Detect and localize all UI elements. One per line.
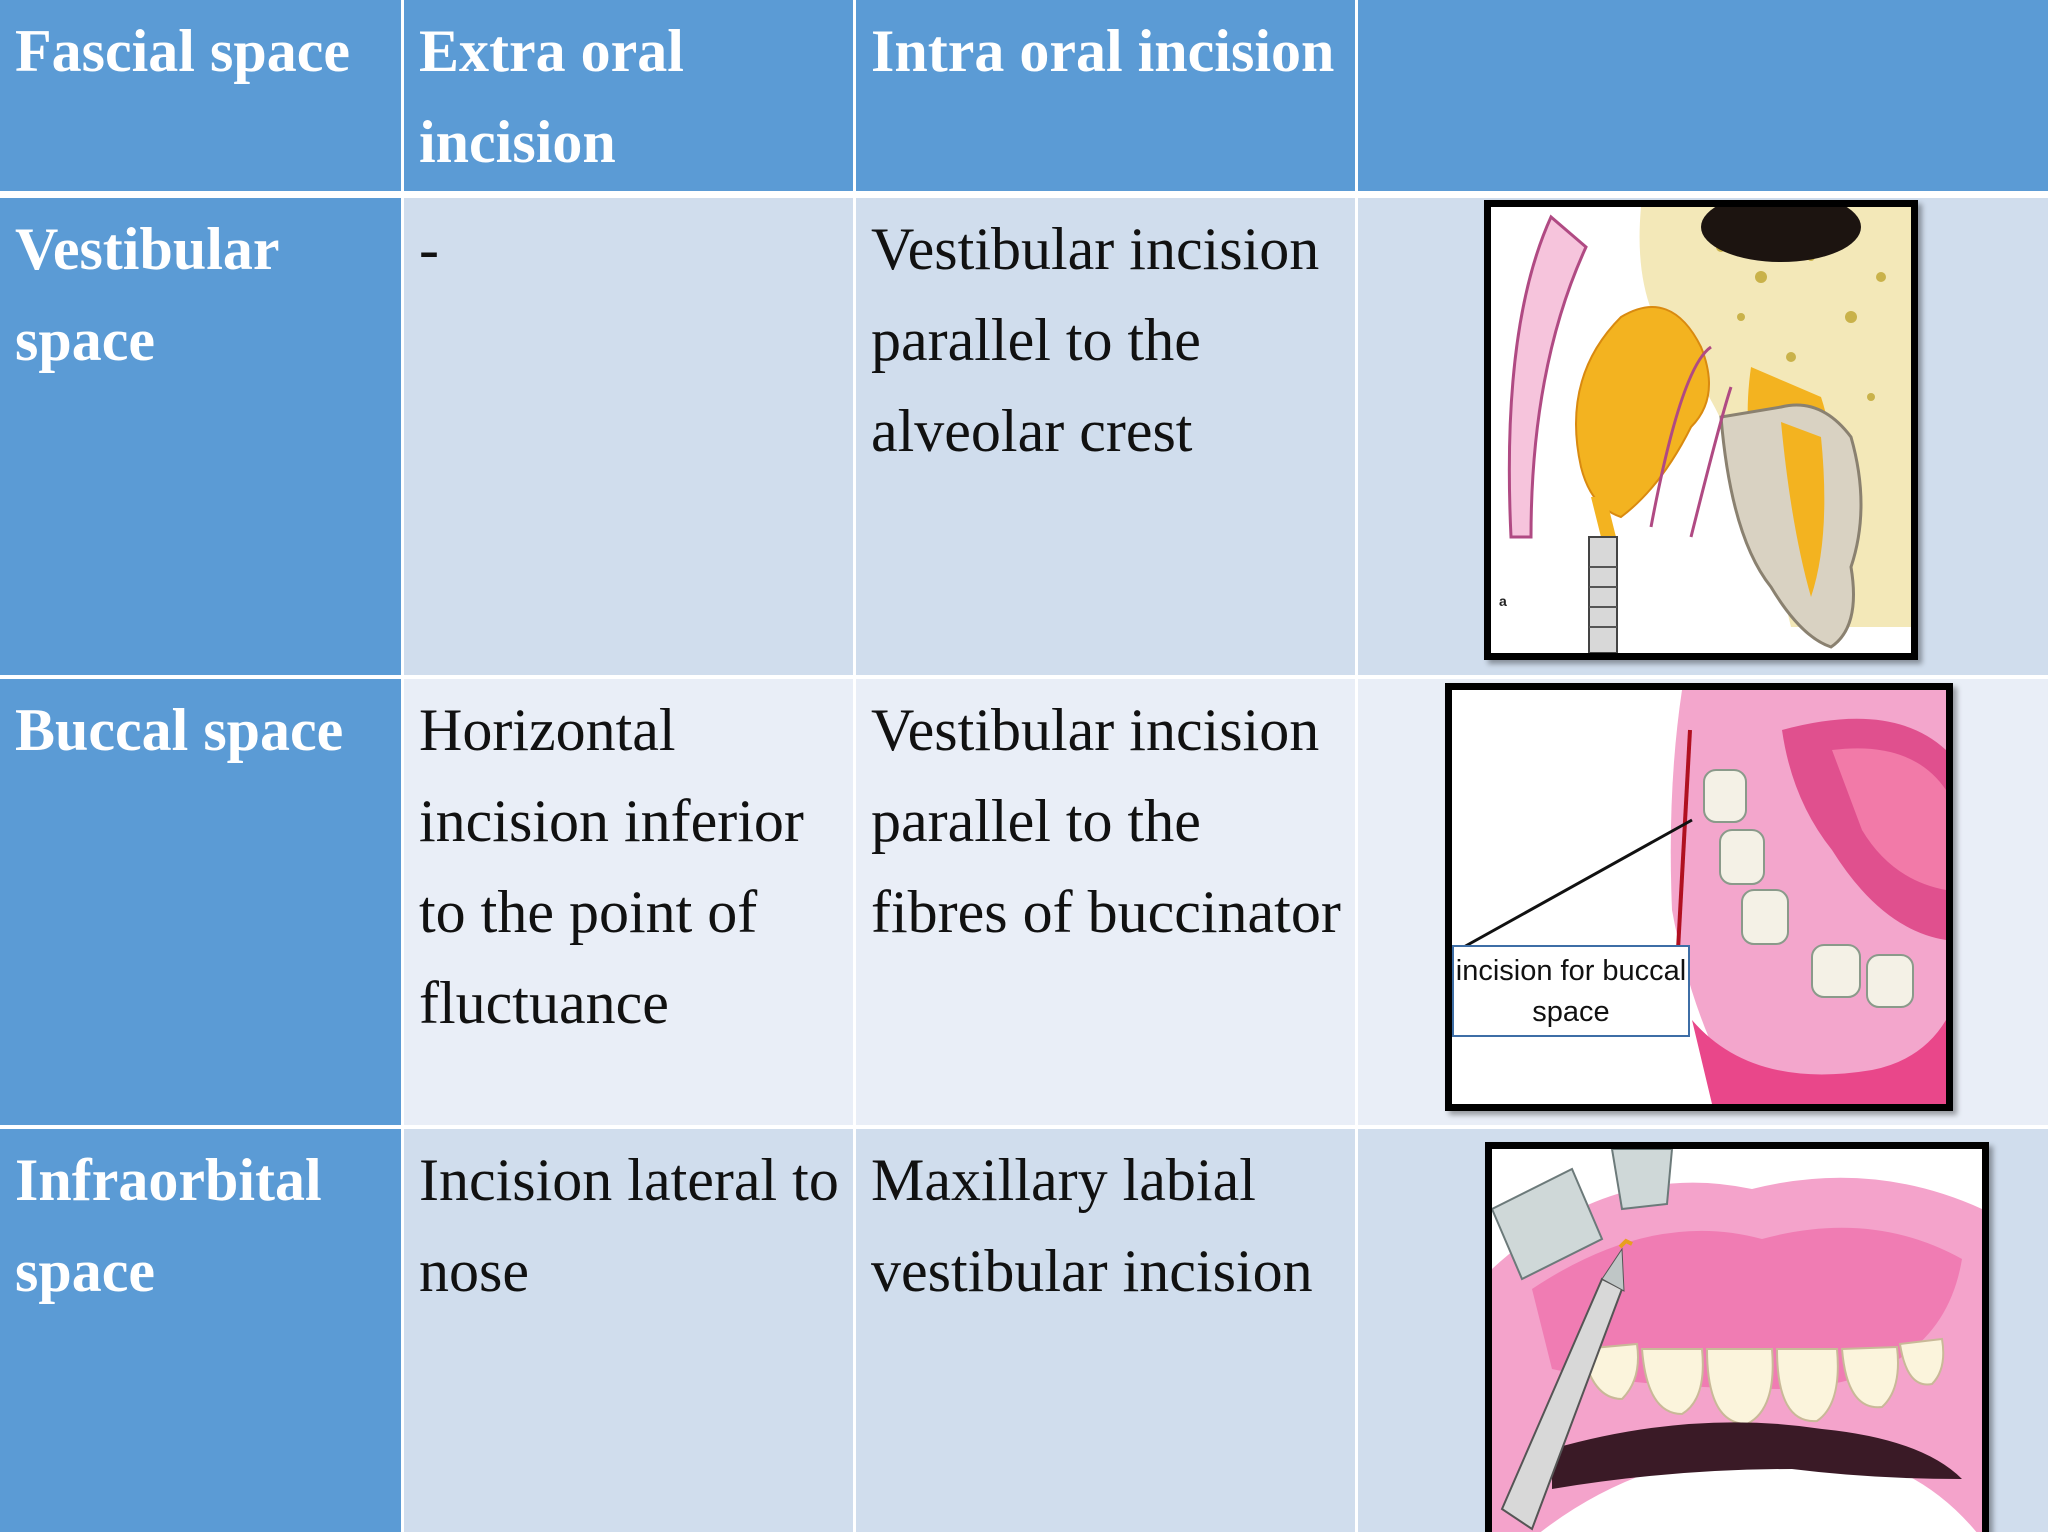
infraorbital-incision-drawing	[1492, 1149, 1982, 1532]
row-vestibular-intra-oral: Vestibular incision parallel to the alve…	[856, 198, 1358, 679]
row-vestibular-space-name: Vestibular space	[0, 198, 404, 679]
row-infraorbital-extra-oral: Incision lateral to nose	[404, 1129, 856, 1536]
row-infraorbital-space-name: Infraorbital space	[0, 1129, 404, 1536]
buccal-incision-drawing	[1452, 690, 1946, 1104]
header-intra-oral-incision: Intra oral incision	[856, 0, 1358, 198]
figure-letter: a	[1499, 593, 1507, 609]
row-vestibular-extra-oral: -	[404, 198, 856, 679]
row-vestibular-figure-cell: a	[1358, 198, 2048, 679]
row-buccal-intra-oral: Vestibular incision parallel to the fibr…	[856, 679, 1358, 1129]
row-buccal-figure-cell: incision for buccal space	[1358, 679, 2048, 1129]
header-fascial-space: Fascial space	[0, 0, 404, 198]
vestibular-abscess-drawing	[1491, 207, 1911, 653]
row-buccal-space-name: Buccal space	[0, 679, 404, 1129]
row-buccal-extra-oral: Horizontal incision inferior to the poin…	[404, 679, 856, 1129]
vestibular-abscess-illustration: a	[1484, 200, 1918, 660]
buccal-incision-callout: incision for buccal space	[1452, 945, 1690, 1037]
row-infraorbital-figure-cell	[1358, 1129, 2048, 1536]
header-extra-oral-incision: Extra oral incision	[404, 0, 856, 198]
row-infraorbital-intra-oral: Maxillary labial vestibular incision	[856, 1129, 1358, 1536]
infraorbital-incision-illustration	[1485, 1142, 1989, 1532]
header-illustration	[1358, 0, 2048, 198]
buccal-incision-illustration: incision for buccal space	[1445, 683, 1953, 1111]
